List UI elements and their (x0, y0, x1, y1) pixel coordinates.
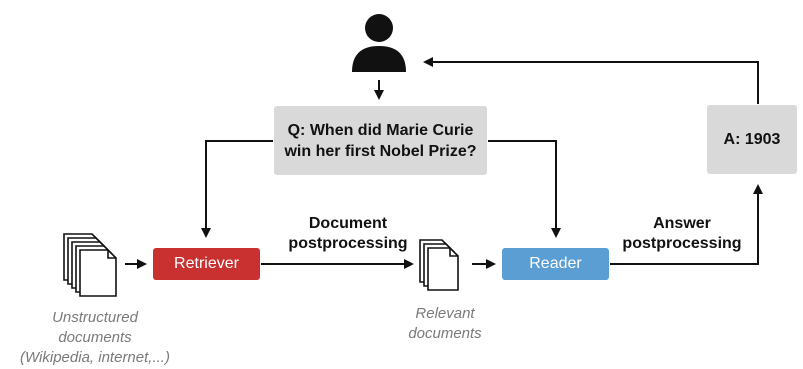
ans-proc-line-1: Answer (653, 215, 711, 232)
arrow-question-to-reader (488, 140, 561, 238)
question-line-1: Q: When did Marie Curie (287, 121, 474, 139)
retriever-label: Retriever (174, 255, 239, 272)
answer-text: A: 1903 (723, 130, 781, 148)
answer-box: A: 1903 (707, 105, 797, 174)
doc-proc-line-2: postprocessing (288, 235, 408, 252)
relevant-documents-icon (419, 239, 459, 291)
arrow-question-to-retriever (201, 140, 273, 238)
unstruct-line-3: (Wikipedia, internet,...) (20, 349, 170, 366)
unstruct-line-2: documents (58, 329, 132, 346)
document-postprocessing-label: Document postprocessing (283, 214, 413, 254)
reader-label: Reader (529, 255, 582, 272)
ans-proc-line-2: postprocessing (622, 235, 742, 252)
reader-box: Reader (502, 248, 609, 280)
arrow-answer-to-user (423, 57, 759, 104)
document-stack-icon (63, 233, 117, 297)
relevant-line-1: Relevant (415, 305, 475, 322)
user-icon (352, 14, 406, 72)
unstructured-documents-caption: Unstructured documents (Wikipedia, inter… (0, 308, 190, 368)
question-box: Q: When did Marie Curie win her first No… (274, 106, 487, 175)
retriever-box: Retriever (153, 248, 260, 280)
question-line-2: win her first Nobel Prize? (284, 142, 477, 160)
doc-proc-line-1: Document (308, 215, 388, 232)
unstruct-line-1: Unstructured (52, 309, 138, 326)
answer-postprocessing-label: Answer postprocessing (612, 214, 752, 254)
arrow-reader-to-answer (610, 184, 763, 265)
relevant-documents-caption: Relevant documents (385, 304, 505, 344)
relevant-line-2: documents (408, 325, 482, 342)
